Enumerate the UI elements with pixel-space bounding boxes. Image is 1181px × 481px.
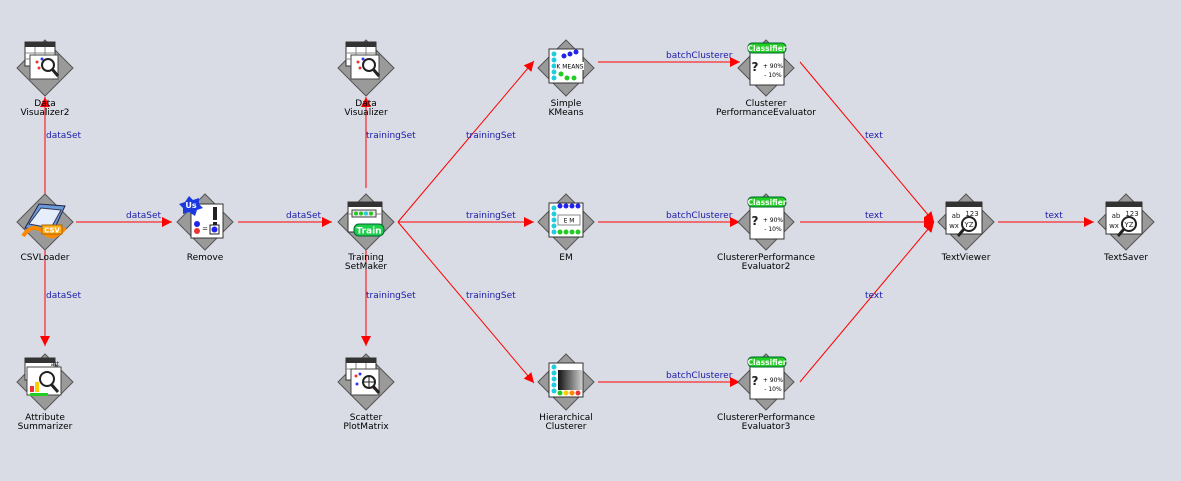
node-label: CSVLoader bbox=[20, 253, 70, 263]
connection-label-evaluator3-to-viewer: text bbox=[865, 291, 883, 301]
evaluator-pct1: + 90% bbox=[763, 63, 784, 70]
connection-label-tsm-to-em: trainingSet bbox=[466, 211, 516, 221]
node-simple-kmeans[interactable]: K MEANS Simple KMeans bbox=[511, 38, 621, 118]
evaluator-pct2: - 10% bbox=[764, 72, 782, 79]
filter-icon-text: Us bbox=[185, 201, 196, 210]
svg-text:?: ? bbox=[752, 374, 759, 388]
node-label: TextSaver bbox=[1104, 253, 1148, 263]
node-label: Remove bbox=[186, 253, 224, 263]
connection-label-tsm-to-visualizer: trainingSet bbox=[366, 131, 416, 141]
connection-evaluator-to-viewer[interactable] bbox=[799, 61, 935, 223]
classifier-badge-text: Classifier bbox=[748, 44, 787, 53]
node-scatter-plot-matrix[interactable]: Scatter PlotMatrix bbox=[311, 352, 421, 432]
node-hierarchical-clusterer[interactable]: Hierarchical Clusterer bbox=[511, 352, 621, 432]
evaluator-pct2: - 10% bbox=[764, 226, 782, 233]
node-label: ClustererPerformance Evaluator3 bbox=[716, 413, 815, 432]
evaluator-pct1: + 90% bbox=[763, 377, 784, 384]
node-label: ClustererPerformance Evaluator2 bbox=[716, 253, 815, 272]
csv-icon-text: CSV bbox=[44, 227, 60, 235]
node-label: Data Visualizer2 bbox=[20, 99, 70, 118]
connection-label-tsm-to-hierarchical: trainingSet bbox=[466, 291, 516, 301]
node-data-visualizer2[interactable]: Data Visualizer2 bbox=[0, 38, 100, 118]
classifier-badge-text: Classifier bbox=[748, 198, 787, 207]
svg-text:=: = bbox=[202, 225, 208, 233]
csv-loader-icon: CSV bbox=[16, 193, 74, 251]
node-text-viewer[interactable]: ab 123 wx YZ TextViewer bbox=[911, 192, 1021, 263]
connection-label-tsm-to-scatter: trainingSet bbox=[366, 291, 416, 301]
node-data-visualizer[interactable]: Data Visualizer bbox=[311, 38, 421, 118]
svg-text:wx: wx bbox=[1109, 222, 1119, 230]
node-label: Hierarchical Clusterer bbox=[539, 413, 593, 432]
node-em[interactable]: E M EM bbox=[511, 192, 621, 263]
connection-label-hierarchical-to-evaluator3: batchClusterer bbox=[666, 371, 733, 381]
svg-text:123: 123 bbox=[1125, 210, 1138, 218]
classifier-badge-text: Classifier bbox=[748, 358, 787, 367]
svg-text:?: ? bbox=[752, 214, 759, 228]
connection-evaluator3-to-viewer[interactable] bbox=[799, 221, 935, 383]
text-viewer-icon: ab 123 wx YZ bbox=[937, 193, 995, 251]
node-clusterer-performance-evaluator3[interactable]: Classifier ? + 90% - 10% ClustererPerfor… bbox=[711, 352, 821, 432]
svg-text:wx: wx bbox=[949, 222, 959, 230]
connection-label-csv-to-visualizer2: dataSet bbox=[46, 131, 82, 141]
classifier-evaluator-icon: Classifier ? + 90% - 10% bbox=[737, 193, 795, 251]
connection-label-kmeans-to-evaluator: batchClusterer bbox=[666, 51, 733, 61]
classifier-evaluator-icon: Classifier ? + 90% - 10% bbox=[737, 353, 795, 411]
hierarchical-icon bbox=[537, 353, 595, 411]
connection-label-em-to-evaluator2: batchClusterer bbox=[666, 211, 733, 221]
data-visualizer-icon bbox=[337, 39, 395, 97]
connection-label-csv-to-summarizer: dataSet bbox=[46, 291, 82, 301]
connection-tsm-to-hierarchical[interactable] bbox=[397, 221, 535, 384]
node-clusterer-performance-evaluator2[interactable]: Classifier ? + 90% - 10% ClustererPerfor… bbox=[711, 192, 821, 272]
train-icon-text: Train bbox=[356, 227, 381, 237]
svg-text:ab: ab bbox=[952, 212, 961, 220]
svg-text:YZ: YZ bbox=[1123, 221, 1133, 229]
attribute-summarizer-icon: att bbox=[16, 353, 74, 411]
connection-label-evaluator-to-viewer: text bbox=[865, 131, 883, 141]
connection-tsm-to-kmeans[interactable] bbox=[397, 60, 535, 223]
connection-label-evaluator2-to-viewer: text bbox=[865, 211, 883, 221]
remove-filter-icon: Us = bbox=[176, 193, 234, 251]
node-label: Attribute Summarizer bbox=[17, 413, 73, 432]
node-clusterer-performance-evaluator[interactable]: Classifier ? + 90% - 10% Clusterer Perfo… bbox=[711, 38, 821, 118]
svg-text:?: ? bbox=[752, 60, 759, 74]
evaluator-pct1: + 90% bbox=[763, 217, 784, 224]
svg-text:YZ: YZ bbox=[963, 221, 973, 229]
connection-label-remove-to-tsm: dataSet bbox=[286, 211, 322, 221]
node-attribute-summarizer[interactable]: att Attribute Summarizer bbox=[0, 352, 100, 432]
node-label: EM bbox=[559, 253, 573, 263]
data-visualizer-icon bbox=[16, 39, 74, 97]
connection-label-csv-to-remove: dataSet bbox=[126, 211, 162, 221]
svg-text:att: att bbox=[51, 361, 60, 368]
node-label: Data Visualizer bbox=[344, 99, 388, 118]
em-icon-text: E M bbox=[564, 218, 575, 225]
training-set-maker-icon: Train bbox=[337, 193, 395, 251]
connection-label-tsm-to-kmeans: trainingSet bbox=[466, 131, 516, 141]
scatter-plot-icon bbox=[337, 353, 395, 411]
svg-text:ab: ab bbox=[1112, 212, 1121, 220]
node-label: TextViewer bbox=[941, 253, 991, 263]
classifier-evaluator-icon: Classifier ? + 90% - 10% bbox=[737, 39, 795, 97]
node-remove[interactable]: Us = Remove bbox=[150, 192, 260, 263]
node-label: Simple KMeans bbox=[548, 99, 584, 118]
connection-label-viewer-to-saver: text bbox=[1045, 211, 1063, 221]
node-csv-loader[interactable]: CSV CSVLoader bbox=[0, 192, 100, 263]
node-label: Clusterer PerformanceEvaluator bbox=[715, 99, 816, 118]
text-saver-icon: ab 123 wx YZ bbox=[1097, 193, 1155, 251]
kmeans-icon-text: K MEANS bbox=[556, 64, 583, 71]
node-training-set-maker[interactable]: Train Training SetMaker bbox=[311, 192, 421, 272]
kmeans-icon: K MEANS bbox=[537, 39, 595, 97]
node-label: Training SetMaker bbox=[344, 253, 388, 272]
node-text-saver[interactable]: ab 123 wx YZ TextSaver bbox=[1071, 192, 1181, 263]
evaluator-pct2: - 10% bbox=[764, 386, 782, 393]
node-label: Scatter PlotMatrix bbox=[343, 413, 389, 432]
em-icon: E M bbox=[537, 193, 595, 251]
svg-text:123: 123 bbox=[965, 210, 978, 218]
